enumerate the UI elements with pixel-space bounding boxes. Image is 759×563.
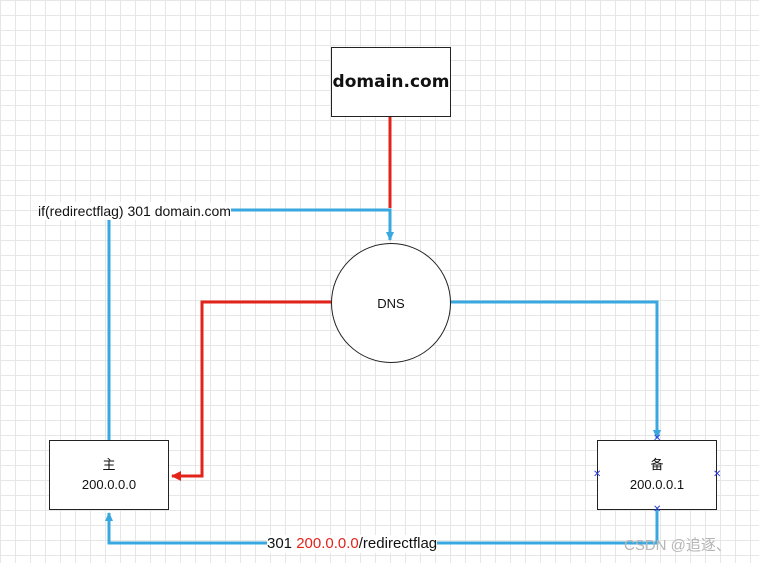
backup-server-ip: 200.0.0.1 — [629, 477, 685, 492]
dns-node[interactable]: DNS — [331, 243, 451, 363]
main-server-node[interactable]: 主 200.0.0.0 — [49, 440, 169, 510]
watermark: CSDN @追逐、 — [624, 537, 731, 554]
x-mark-icon[interactable]: ✕ — [653, 433, 662, 444]
dns-label: DNS — [377, 295, 405, 311]
return-ip: 200.0.0.0 — [296, 535, 359, 552]
backup-server-title: 备 — [650, 457, 664, 472]
x-mark-icon[interactable]: ✕ — [593, 469, 602, 480]
return-prefix: 301 — [267, 535, 297, 552]
main-server-ip: 200.0.0.0 — [81, 477, 137, 492]
return-suffix: /redirectflag — [358, 535, 438, 552]
edge-main-redirect-to-dns — [107, 208, 394, 440]
x-mark-icon[interactable]: ✕ — [653, 504, 662, 515]
x-mark-icon[interactable]: ✕ — [713, 469, 722, 480]
main-server-title: 主 — [102, 457, 116, 472]
domain-node[interactable]: domain.com — [331, 47, 451, 117]
redirect-condition-label: if(redirectflag) 301 domain.com — [38, 202, 231, 220]
domain-label: domain.com — [332, 72, 450, 92]
edge-dns-to-main — [171, 300, 331, 481]
backup-server-node[interactable]: 备 200.0.0.1 — [597, 440, 717, 510]
return-redirect-label: 301 200.0.0.0/redirectflag — [267, 535, 438, 553]
edge-dns-to-backup — [451, 300, 661, 439]
